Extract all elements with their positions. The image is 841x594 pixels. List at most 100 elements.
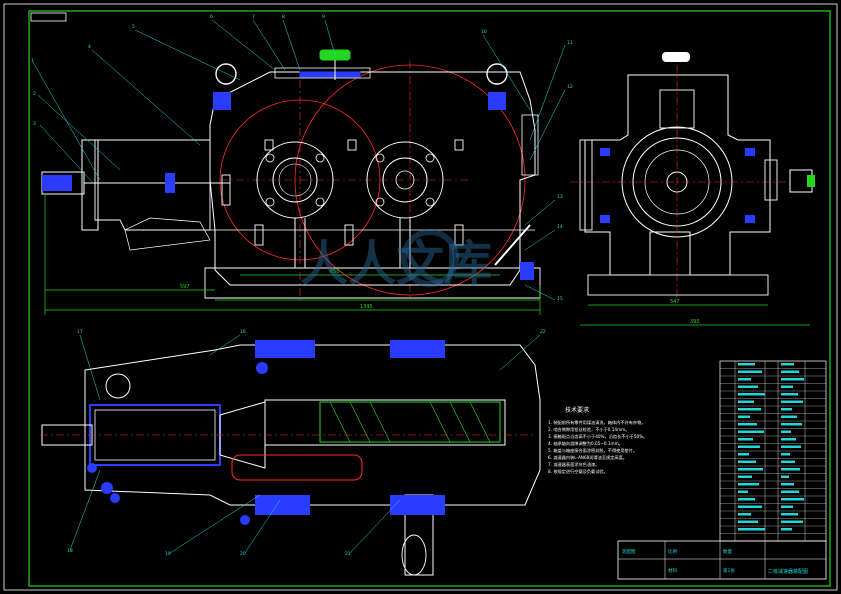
parts-row-material [781, 490, 799, 493]
tb-qty: 数量 [723, 548, 732, 555]
parts-list-entries [738, 363, 804, 531]
parts-row-entry [738, 400, 754, 403]
parts-row-material [781, 438, 796, 441]
svg-text:14: 14 [557, 224, 563, 230]
lug-left [213, 92, 231, 110]
parts-row-entry [738, 505, 762, 508]
bearing-cap-2 [366, 141, 444, 219]
gear-section [319, 401, 501, 443]
tech-req-line-2: 2. 啮合侧隙用铅丝检验，不小于0.14mm。 [548, 426, 629, 433]
dim-front-center: 650 [330, 269, 340, 275]
drain-plug [520, 262, 534, 280]
side-flange-right [764, 159, 778, 201]
svg-text:13: 13 [557, 194, 563, 200]
tb-left-label: 装配图 [622, 548, 636, 555]
parts-row-material [781, 423, 802, 426]
parts-row-material [781, 430, 791, 433]
top-housing-outline [84, 344, 541, 506]
parts-row-material [781, 445, 801, 448]
parts-row-material [781, 475, 789, 478]
parts-list-rows [720, 368, 826, 534]
parts-row-entry [738, 393, 765, 396]
svg-text:20: 20 [240, 551, 246, 557]
parts-row-material [781, 415, 797, 418]
gear-shaft-section [264, 399, 506, 446]
svg-text:7: 7 [252, 14, 255, 20]
parts-list-table [719, 360, 827, 542]
svg-text:1: 1 [31, 58, 34, 64]
svg-text:5: 5 [132, 24, 135, 30]
input-flange [81, 139, 99, 231]
parts-row-material [781, 453, 790, 456]
parts-row-material [781, 363, 794, 366]
drawing-border [28, 10, 831, 587]
parts-row-entry [738, 363, 755, 366]
svg-text:6: 6 [210, 14, 213, 20]
leader-lines [32, 19, 566, 554]
technical-requirements: 技术要求 1. 装配前所有零件用煤油清洗，箱体内不许有杂物。 2. 啮合侧隙用铅… [548, 406, 647, 475]
bevel-pinion [219, 401, 266, 469]
tb-sheet: 第1张 [723, 567, 735, 574]
front-dimensions [44, 195, 541, 315]
dim-side-height: 395 [690, 319, 700, 325]
web-plate [124, 217, 211, 251]
parts-row-material [781, 528, 792, 531]
title-block-frame [617, 540, 827, 580]
side-housing [584, 74, 771, 276]
cap-bolts [265, 153, 435, 207]
parts-row-material [781, 393, 798, 396]
svg-text:18: 18 [67, 548, 73, 554]
svg-text:11: 11 [567, 40, 573, 46]
part-balloons: 1 2 3 4 5 6 7 8 9 10 11 12 13 14 15 16 1… [31, 14, 573, 557]
svg-text:16: 16 [240, 329, 246, 335]
parts-row-entry [738, 468, 763, 471]
tech-req-line-1: 1. 装配前所有零件用煤油清洗，箱体内不许有杂物。 [548, 419, 645, 426]
tech-req-line-4: 4. 轴承轴向游隙调整为0.05~0.1mm。 [548, 440, 623, 447]
parts-row-entry [738, 408, 761, 411]
svg-text:3: 3 [33, 121, 36, 127]
svg-text:12: 12 [567, 84, 573, 90]
gear-hatch [329, 401, 491, 443]
parts-row-entry [738, 513, 751, 516]
parts-row-material [781, 400, 803, 403]
parts-row-material [781, 468, 800, 471]
bearing-bore-2 [382, 157, 428, 203]
svg-text:4: 4 [88, 44, 91, 50]
svg-text:15: 15 [557, 296, 563, 302]
top-section-view [40, 340, 541, 576]
parts-row-material [781, 385, 793, 388]
side-vent-body [659, 89, 695, 129]
parts-row-material [781, 378, 804, 381]
tech-req-line-5: 5. 箱盖与箱座接合面涂密封胶，不得使用垫片。 [548, 447, 637, 454]
parts-row-entry [738, 378, 751, 381]
parts-row-material [781, 513, 798, 516]
dim-side-width: 547 [670, 299, 680, 305]
parts-row-material [781, 460, 795, 463]
tech-req-line-8: 8. 按规定进行空载及负载试验。 [548, 468, 608, 475]
parts-row-entry [738, 460, 756, 463]
tech-req-line-7: 7. 减速器表面涂灰色油漆。 [548, 461, 599, 468]
parts-row-material [781, 370, 799, 373]
parts-row-entry [738, 438, 753, 441]
inspection-cover [274, 67, 371, 79]
bearing-bore-1 [272, 157, 318, 203]
top-lug [105, 373, 131, 399]
svg-text:2: 2 [33, 91, 36, 97]
side-view: 547 395 [570, 52, 815, 326]
parts-row-entry [738, 483, 759, 486]
side-flange-left [579, 139, 593, 231]
parts-row-material [781, 520, 803, 523]
svg-text:22: 22 [540, 329, 546, 335]
tech-req-line-3: 3. 接触斑点沿齿高不小于40%，沿齿长不小于50%。 [548, 433, 647, 440]
parts-row-entry [738, 385, 758, 388]
side-base [587, 274, 769, 296]
lug-right [488, 92, 506, 110]
corner-code-box [30, 12, 67, 22]
lifting-eye-left [215, 63, 237, 85]
svg-text:17: 17 [77, 329, 83, 335]
input-bearing-housing [94, 139, 211, 231]
parts-row-material [781, 498, 804, 501]
parts-row-entry [738, 415, 750, 418]
title-block: 装配图 比例 数量 材料 第1张 二级减速器装配图 [617, 540, 827, 580]
